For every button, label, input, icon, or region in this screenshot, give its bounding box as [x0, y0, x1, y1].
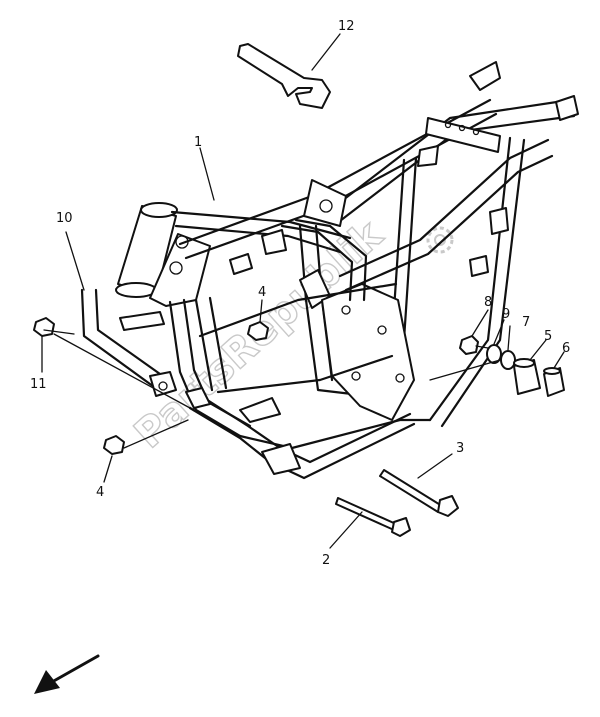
- callout-2: 2: [322, 553, 330, 568]
- callout-5: 5: [544, 329, 552, 344]
- collar-5: [513, 358, 541, 395]
- callout-12: 12: [338, 19, 355, 34]
- callout-9: 9: [502, 307, 510, 322]
- washer-9: [486, 344, 502, 364]
- frame: [115, 61, 579, 480]
- callout-11: 11: [30, 377, 47, 392]
- bolt-3: [379, 469, 459, 517]
- callout-10: 10: [56, 211, 73, 226]
- callout-7: 7: [522, 315, 530, 330]
- callout-4a: 4: [258, 285, 266, 300]
- nut-4-center: [247, 321, 269, 341]
- callout-8: 8: [484, 295, 492, 310]
- bolt-11: [33, 317, 75, 337]
- watermark-gear-icon: [426, 226, 454, 254]
- front-direction-arrow-icon: [34, 654, 100, 694]
- callout-6: 6: [562, 341, 570, 356]
- nut-4-lower: [103, 435, 125, 455]
- leader-lines: [41, 33, 565, 549]
- callout-1: 1: [194, 135, 202, 150]
- bolt-2: [335, 497, 411, 537]
- callouts: 1 2 3 4 4 5 6 7 8 9 10 11 12: [30, 19, 570, 568]
- sidestand-bracket: [80, 288, 177, 397]
- callout-3: 3: [456, 441, 464, 456]
- bush-6: [543, 367, 565, 397]
- callout-4b: 4: [96, 485, 104, 500]
- wrench-12: [237, 43, 331, 109]
- washer-7: [500, 350, 516, 370]
